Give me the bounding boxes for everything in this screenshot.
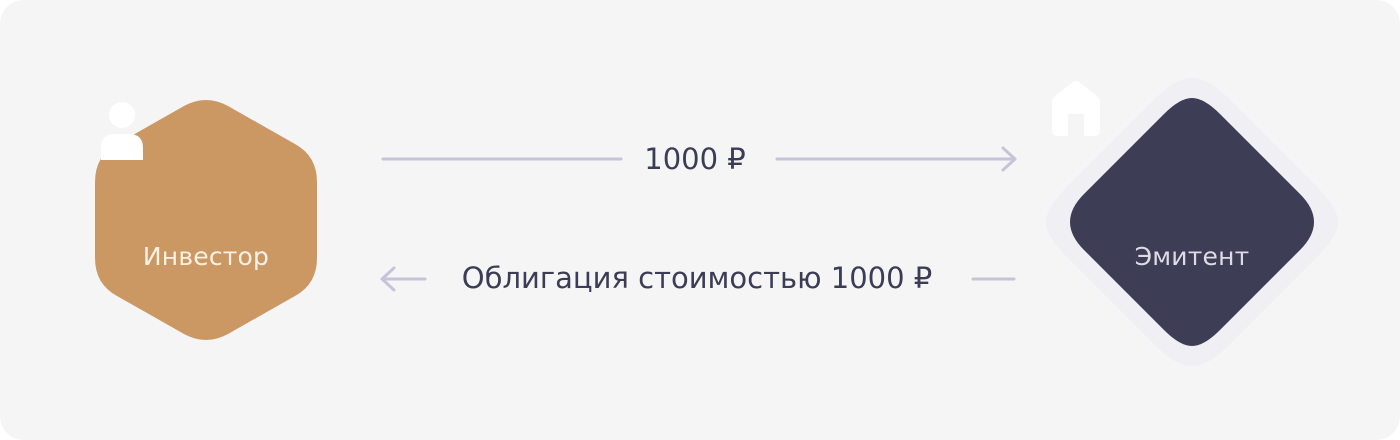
- house-icon: [1052, 81, 1100, 136]
- issuer-label: Эмитент: [1134, 242, 1250, 271]
- person-icon: [101, 102, 143, 160]
- investor-node: Инвестор: [95, 100, 317, 340]
- investor-label: Инвестор: [142, 242, 270, 271]
- bond-arrow: [380, 266, 1016, 292]
- issuer-diamond: [1046, 78, 1338, 366]
- payment-label: 1000 ₽: [644, 142, 746, 176]
- payment-arrow: [381, 146, 1017, 172]
- bond-label: Облигация стоимостью 1000 ₽: [461, 261, 933, 295]
- investor-hexagon: [95, 100, 317, 340]
- issuer-node: Эмитент: [1046, 78, 1338, 366]
